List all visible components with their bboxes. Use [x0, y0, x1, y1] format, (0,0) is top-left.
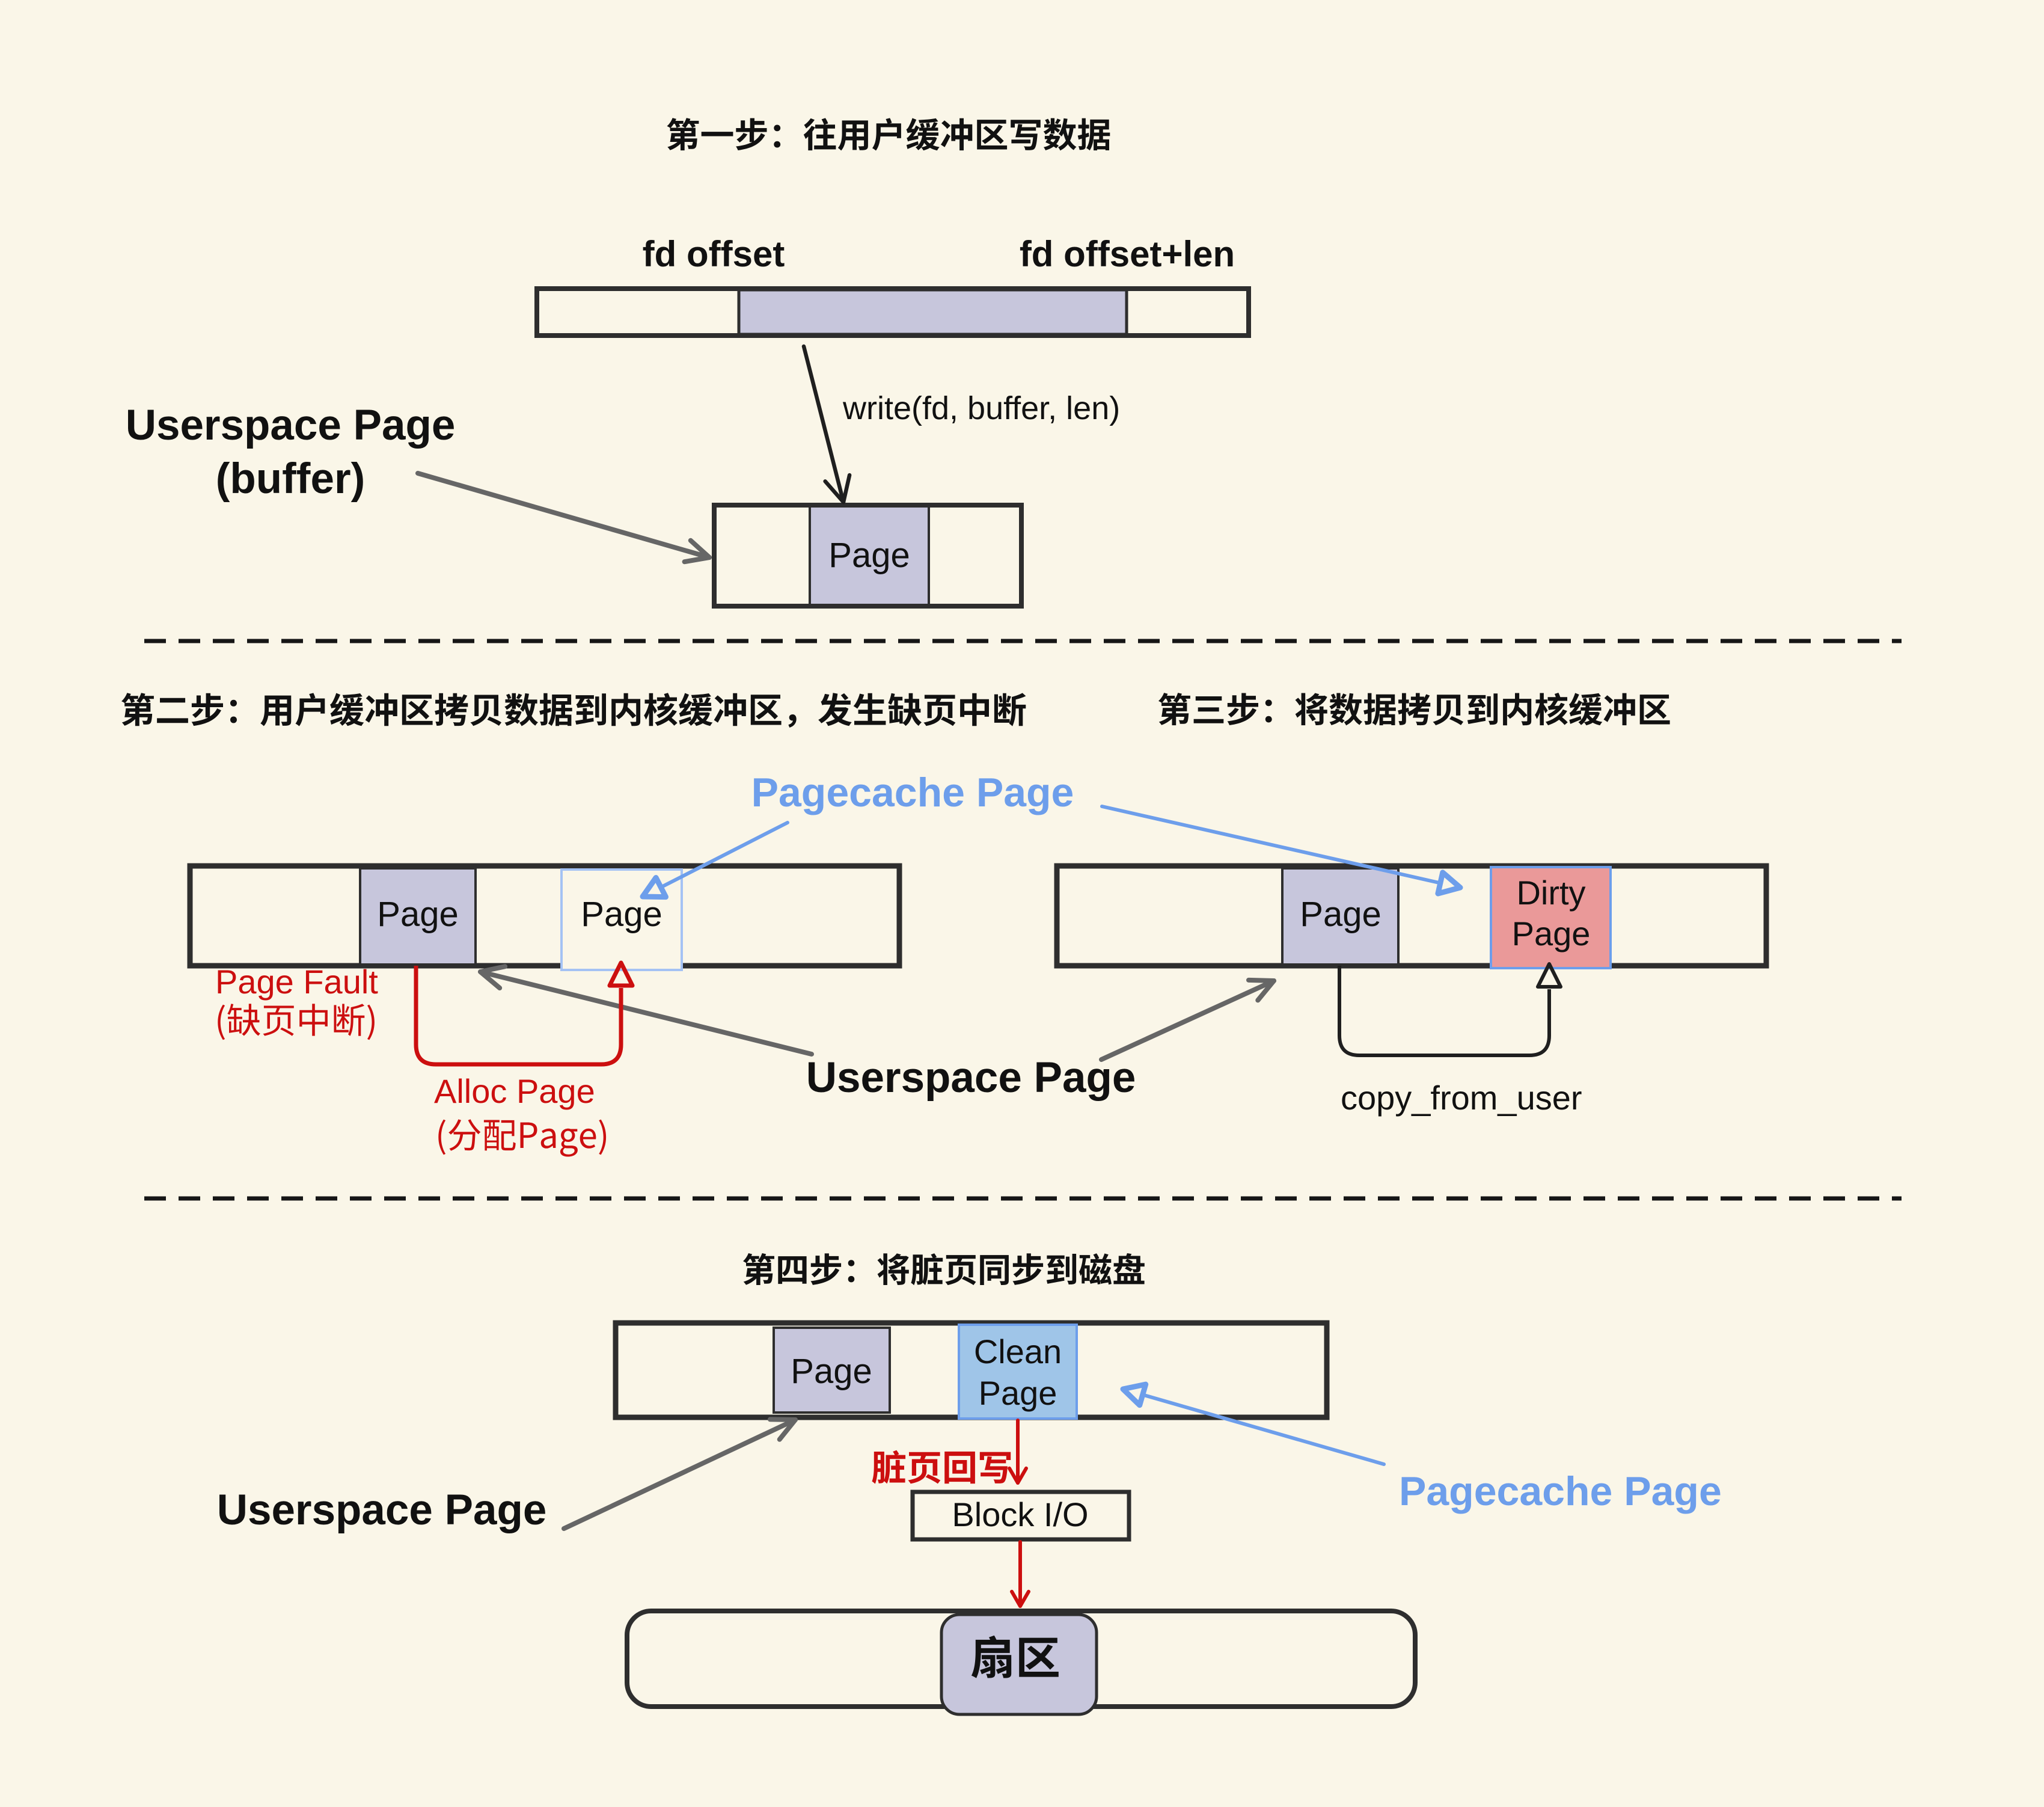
- svg-text:Page: Page: [1512, 915, 1591, 953]
- svg-text:Alloc Page: Alloc Page: [434, 1072, 595, 1110]
- svg-text:Clean: Clean: [974, 1333, 1062, 1370]
- svg-text:Userspace Page: Userspace Page: [217, 1486, 547, 1534]
- svg-text:Userspace Page: Userspace Page: [126, 402, 456, 449]
- svg-text:Page: Page: [581, 895, 662, 934]
- svg-text:Page Fault: Page Fault: [215, 963, 378, 1001]
- svg-text:Page: Page: [377, 895, 458, 934]
- svg-text:Page: Page: [791, 1352, 872, 1391]
- svg-text:Page: Page: [1300, 895, 1381, 934]
- svg-text:Pagecache Page: Pagecache Page: [751, 770, 1074, 815]
- svg-text:Userspace Page: Userspace Page: [806, 1054, 1136, 1102]
- svg-text:Dirty: Dirty: [1516, 874, 1585, 912]
- svg-text:Block I/O: Block I/O: [952, 1496, 1088, 1533]
- svg-text:write(fd, buffer, len): write(fd, buffer, len): [842, 390, 1120, 426]
- svg-text:Page: Page: [828, 536, 910, 575]
- svg-text:fd offset+len: fd offset+len: [1020, 234, 1235, 274]
- svg-text:copy_from_user: copy_from_user: [1341, 1079, 1582, 1117]
- svg-text:(buffer): (buffer): [216, 455, 365, 503]
- svg-text:fd offset: fd offset: [643, 234, 785, 274]
- svg-text:Pagecache Page: Pagecache Page: [1399, 1468, 1722, 1514]
- svg-text:Page: Page: [979, 1374, 1057, 1412]
